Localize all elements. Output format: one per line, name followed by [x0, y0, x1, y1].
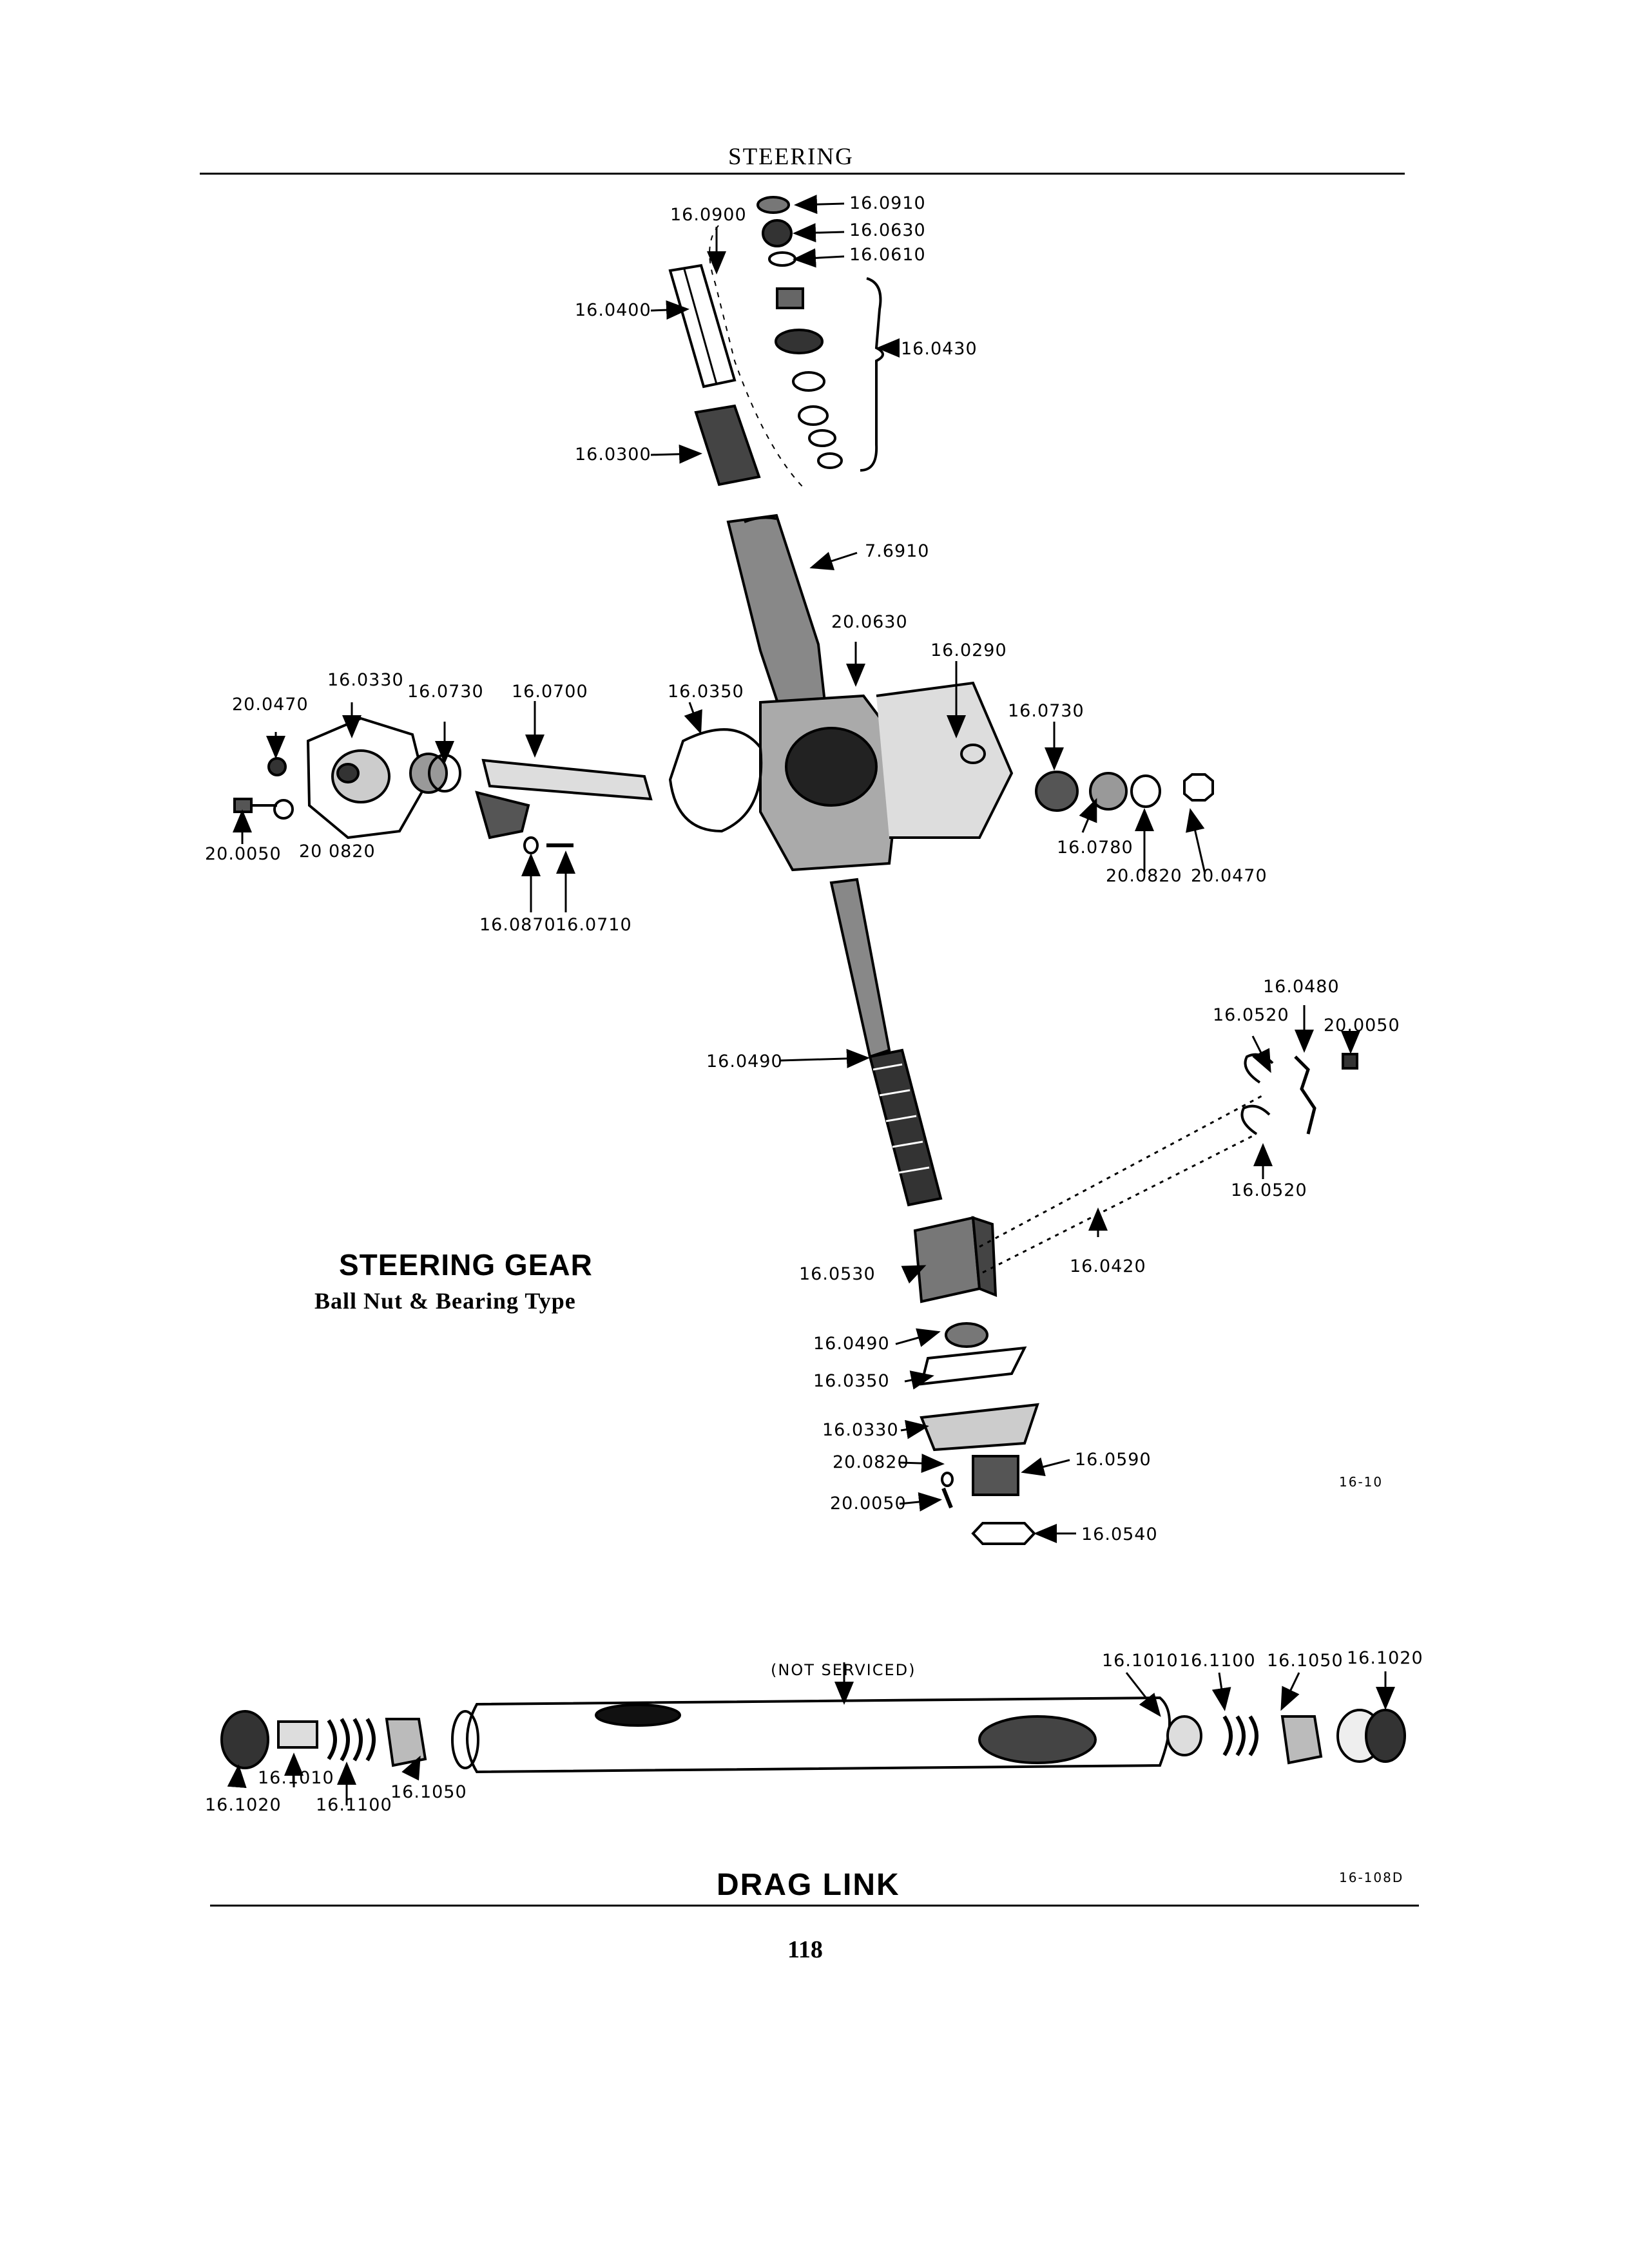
part-label-16-1010-right: 16.1010	[1102, 1651, 1179, 1671]
part-label-16-0590: 16.0590	[1075, 1450, 1152, 1470]
bolts-left	[233, 757, 574, 854]
part-label-16-0610: 16.0610	[849, 245, 926, 265]
part-label-16-0400: 16.0400	[575, 300, 651, 320]
section-header: STEERING	[728, 144, 854, 170]
part-label-16-0630: 16.0630	[849, 220, 926, 240]
part-label-16-0520-bottom: 16.0520	[1231, 1180, 1307, 1200]
part-label-20-0470-right: 20.0470	[1191, 866, 1268, 886]
part-label-16-0710: 16.0710	[555, 915, 632, 935]
part-label-16-1050-right: 16.1050	[1267, 1651, 1344, 1671]
part-label-16-0730-right: 16.0730	[1008, 701, 1084, 721]
lower-stack	[920, 1322, 1039, 1545]
footer-rule	[210, 1905, 1419, 1907]
part-label-16-0350-lower: 16.0350	[813, 1371, 890, 1391]
part-label-16-0520-top: 16.0520	[1213, 1005, 1289, 1025]
drag-link-title: DRAG LINK	[717, 1868, 900, 1902]
part-label-16-0290: 16.0290	[930, 640, 1007, 660]
part-label-16-1010-left: 16.1010	[258, 1768, 334, 1788]
part-label-16-0490-lower: 16.0490	[813, 1334, 890, 1354]
part-label-20-0050-left: 20.0050	[205, 844, 282, 864]
bushing-left	[409, 753, 461, 794]
column-tube-part	[668, 264, 737, 389]
top-nut-stack	[757, 196, 843, 469]
steering-column-housing	[726, 514, 827, 711]
drag-link-left-end-parts	[220, 1710, 427, 1769]
part-label-16-0420: 16.0420	[1070, 1256, 1146, 1276]
part-label-20-0630: 20.0630	[831, 612, 908, 632]
part-label-20-0820-right: 20.0820	[1106, 866, 1182, 886]
part-label-20-0820-left: 20 0820	[299, 841, 376, 861]
part-label-16-0780: 16.0780	[1057, 838, 1133, 858]
page-number: 118	[787, 1936, 823, 1963]
header-rule	[200, 173, 1405, 175]
drag-link-tube	[451, 1696, 1171, 1774]
part-label-16-0530: 16.0530	[799, 1264, 876, 1284]
ball-guides-chain	[979, 1094, 1264, 1274]
part-label-20-0470: 20.0470	[232, 695, 309, 715]
drag-link-figure-ref: 16-108D	[1339, 1870, 1404, 1885]
part-label-16-0900: 16.0900	[670, 205, 747, 225]
part-label-16-0330: 16.0330	[327, 670, 404, 690]
part-label-7-6910: 7.6910	[865, 541, 930, 561]
steering-gear-figure-ref: 16-10	[1339, 1474, 1383, 1490]
bearing-group-brace	[860, 277, 884, 472]
part-label-16-1100-right: 16.1100	[1179, 1651, 1256, 1671]
drag-link-right-end-parts	[1166, 1709, 1406, 1765]
part-label-16-1100-left: 16.1100	[316, 1795, 392, 1815]
steering-gear-subtitle: Ball Nut & Bearing Type	[314, 1288, 576, 1314]
sector-shaft	[475, 758, 653, 840]
worm-shaft	[829, 878, 943, 1207]
part-label-16-0350: 16.0350	[668, 682, 744, 702]
part-label-16-1020-right: 16.1020	[1347, 1648, 1423, 1668]
part-label-16-0730-left: 16.0730	[407, 682, 484, 702]
part-label-16-0700: 16.0700	[512, 682, 588, 702]
part-label-20-0050-right: 20.0050	[1324, 1015, 1400, 1035]
side-cover-left	[306, 716, 427, 840]
leader-arrows	[227, 195, 1395, 1805]
ball-nut	[913, 1216, 998, 1303]
part-label-20-0820-lower: 20.0820	[833, 1452, 909, 1472]
part-label-16-0910: 16.0910	[849, 193, 926, 213]
gasket-left	[668, 728, 763, 833]
part-label-16-0540: 16.0540	[1081, 1524, 1158, 1544]
part-label-16-0430: 16.0430	[901, 339, 978, 359]
part-label-20-0050-lower: 20.0050	[830, 1494, 907, 1514]
part-label-16-0480: 16.0480	[1263, 977, 1340, 997]
right-side-parts	[1035, 771, 1214, 812]
steering-gear-title: STEERING GEAR	[339, 1248, 593, 1282]
part-label-16-0870: 16.0870	[479, 915, 556, 935]
ball-guide-clips	[1240, 1053, 1358, 1135]
column-bearing-sleeve	[694, 404, 761, 486]
drag-link-not-serviced-note: (NOT SERVICED)	[771, 1661, 916, 1679]
part-label-16-1050-left: 16.1050	[390, 1782, 467, 1802]
part-label-16-1020-left: 16.1020	[205, 1795, 282, 1815]
part-label-16-0330-lower: 16.0330	[822, 1420, 899, 1440]
part-label-16-0300: 16.0300	[575, 445, 651, 465]
gear-housing	[759, 681, 1014, 872]
part-label-16-0490-upper: 16.0490	[706, 1052, 783, 1072]
